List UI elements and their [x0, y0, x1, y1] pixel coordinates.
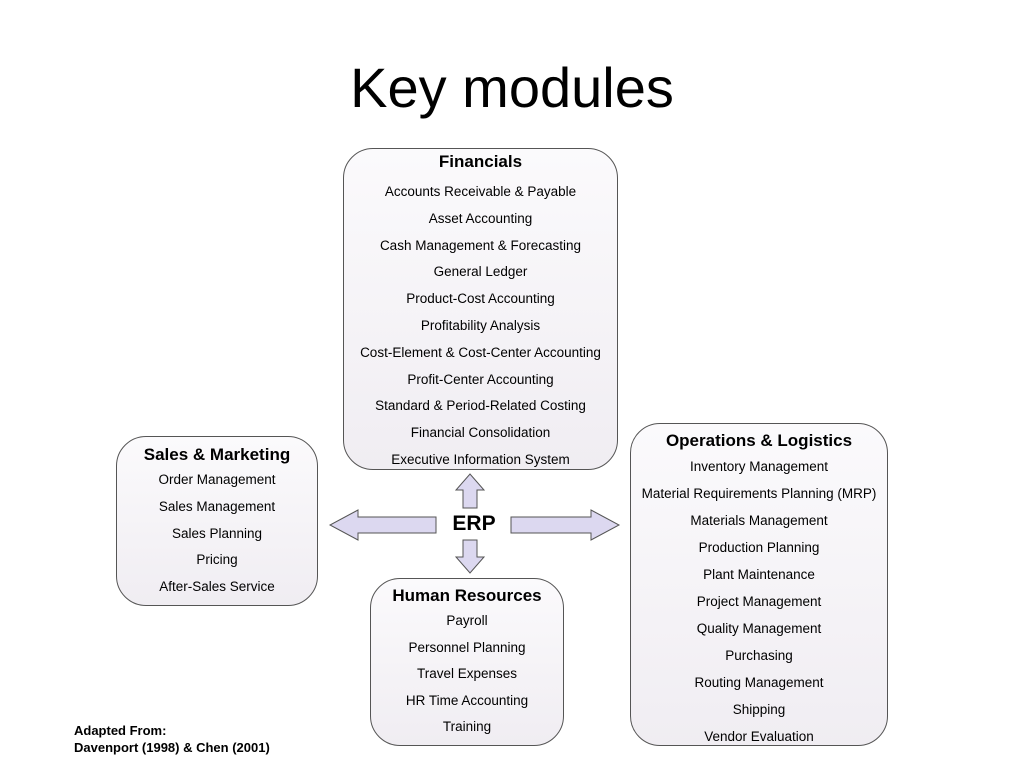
list-item: Purchasing	[725, 648, 793, 663]
list-item: Production Planning	[698, 540, 820, 555]
list-item: Material Requirements Planning (MRP)	[641, 486, 877, 501]
list-item: Personnel Planning	[408, 639, 526, 655]
list-item: Training	[442, 719, 492, 734]
list-item: Order Management	[158, 472, 276, 487]
list-item: Pricing	[196, 552, 238, 568]
list-item: Accounts Receivable & Payable	[384, 184, 577, 199]
list-item: Financial Consolidation	[410, 425, 551, 441]
list-item: Cost-Element & Cost-Center Accounting	[360, 344, 601, 360]
list-item: Project Management	[696, 594, 822, 609]
list-item: Executive Information System	[391, 451, 570, 467]
list-item: Standard & Period-Related Costing	[375, 398, 586, 414]
arrow-down	[454, 539, 486, 574]
list-item: General Ledger	[433, 264, 528, 280]
arrow-right	[510, 509, 621, 541]
list-item: Asset Accounting	[428, 210, 533, 226]
list-item: Materials Management	[690, 513, 828, 528]
credit-line-1: Adapted From:	[74, 723, 167, 738]
list-item: Inventory Management	[689, 459, 829, 474]
list-item: Travel Expenses	[416, 666, 518, 681]
list-item: Profitability Analysis	[420, 317, 541, 333]
human-resources-heading: Human Resources	[392, 586, 542, 605]
list-item: Sales Management	[158, 498, 276, 514]
list-item: Shipping	[732, 702, 786, 717]
sales-marketing-list: Order Management Sales Management Sales …	[117, 467, 317, 601]
list-item: Payroll	[446, 613, 488, 628]
human-resources-list: Payroll Personnel Planning Travel Expens…	[371, 608, 563, 741]
slide-title: Key modules	[350, 56, 674, 119]
operations-logistics-box: Operations & Logistics Inventory Managem…	[630, 423, 888, 746]
list-item: Vendor Evaluation	[704, 729, 814, 744]
list-item: Product-Cost Accounting	[406, 291, 555, 307]
list-item: Routing Management	[694, 675, 824, 690]
human-resources-box: Human Resources Payroll Personnel Planni…	[370, 578, 564, 746]
list-item: Profit-Center Accounting	[407, 371, 554, 387]
financials-box: Financials Accounts Receivable & Payable…	[343, 148, 618, 470]
list-item: Plant Maintenance	[703, 567, 815, 582]
financials-list: Accounts Receivable & Payable Asset Acco…	[344, 179, 617, 474]
list-item: Sales Planning	[171, 525, 263, 541]
arrow-up	[454, 473, 486, 509]
credit-line-2: Davenport (1998) & Chen (2001)	[74, 740, 270, 755]
financials-heading: Financials	[438, 152, 523, 171]
source-credit: Adapted From: Davenport (1998) & Chen (2…	[74, 722, 270, 756]
operations-logistics-heading: Operations & Logistics	[665, 431, 853, 450]
list-item: After-Sales Service	[159, 579, 275, 595]
operations-logistics-list: Inventory Management Material Requiremen…	[631, 453, 887, 750]
sales-marketing-heading: Sales & Marketing	[143, 445, 291, 464]
erp-label: ERP	[452, 512, 496, 535]
sales-marketing-box: Sales & Marketing Order Management Sales…	[116, 436, 318, 606]
list-item: Quality Management	[696, 621, 822, 636]
list-item: Cash Management & Forecasting	[379, 237, 582, 253]
arrow-left	[328, 509, 437, 541]
list-item: HR Time Accounting	[405, 692, 529, 708]
